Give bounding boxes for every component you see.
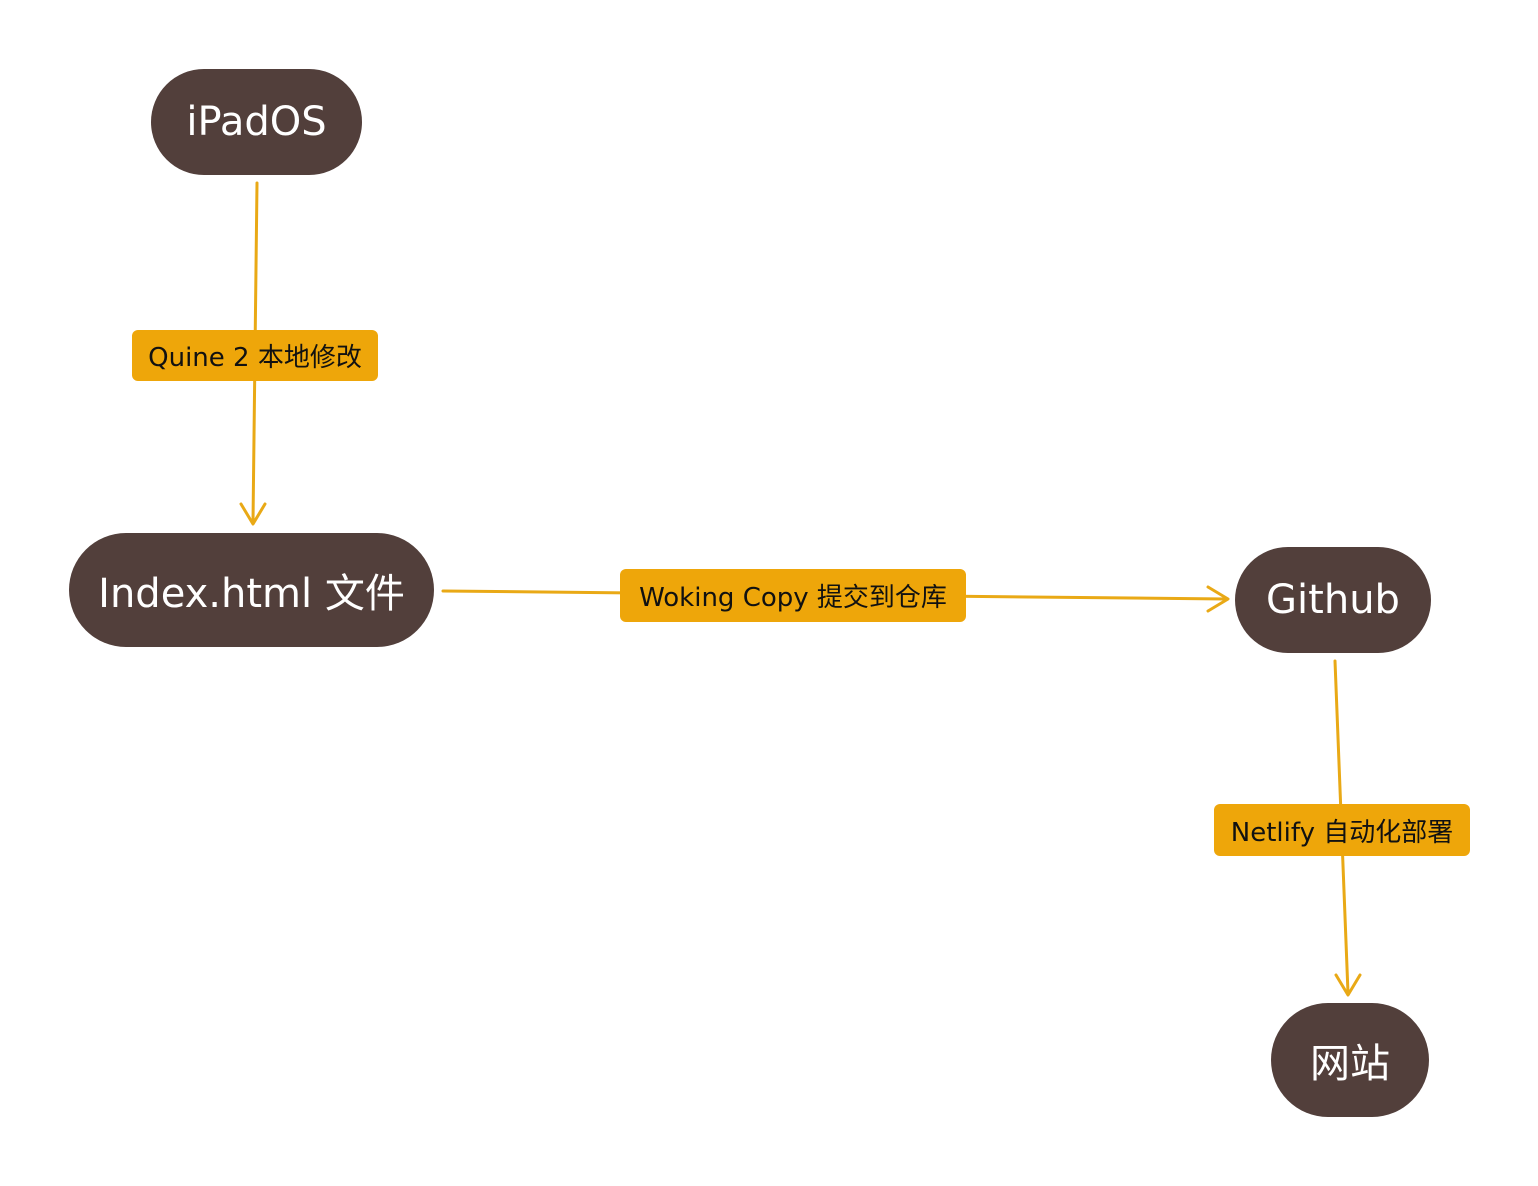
node-index-html[interactable]: Index.html 文件 — [69, 533, 434, 647]
node-index-html-label: Index.html 文件 — [98, 571, 405, 617]
node-website-label: 网站 — [1310, 1041, 1390, 1087]
node-github[interactable]: Github — [1235, 547, 1431, 653]
node-ipados[interactable]: iPadOS — [151, 69, 362, 175]
edge-label-woking-copy: Woking Copy 提交到仓库 — [620, 569, 966, 622]
edge-index-github-arrowhead — [1206, 585, 1230, 613]
edge-label-quine: Quine 2 本地修改 — [132, 330, 378, 381]
node-ipados-label: iPadOS — [186, 99, 327, 145]
node-website[interactable]: 网站 — [1271, 1003, 1429, 1117]
edge-github-website-arrowhead — [1334, 973, 1362, 997]
node-github-label: Github — [1266, 577, 1400, 623]
edge-label-woking-copy-text: Woking Copy 提交到仓库 — [639, 583, 947, 613]
edge-ipados-index-arrowhead — [239, 502, 267, 526]
edge-label-netlify-text: Netlify 自动化部署 — [1230, 817, 1454, 848]
edge-label-netlify: Netlify 自动化部署 — [1214, 804, 1470, 856]
edge-label-quine-text: Quine 2 本地修改 — [148, 343, 362, 373]
